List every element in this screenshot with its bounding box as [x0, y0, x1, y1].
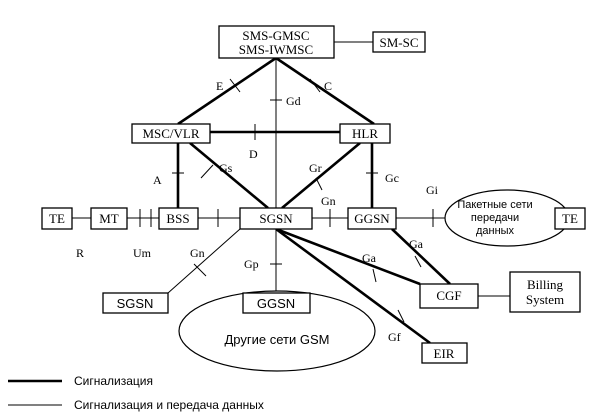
- other-gsm-networks: Другие сети GSM: [178, 290, 376, 372]
- te-right-label: TE: [562, 211, 578, 226]
- iface-e: E: [216, 79, 223, 93]
- iface-c: C: [324, 79, 332, 93]
- node-te-right: TE: [554, 207, 586, 230]
- iface-um: Um: [133, 246, 152, 260]
- node-bss: BSS: [158, 207, 199, 230]
- line-mscvlr-sgsn: [189, 142, 269, 209]
- node-msc-vlr: MSC/VLR: [131, 123, 211, 144]
- packet-networks-label-2: передачи: [471, 212, 519, 224]
- line-hlr-sgsn: [281, 142, 361, 209]
- ggsn-main-label: GGSN: [354, 211, 390, 226]
- legend: Сигнализация Сигнализация и передача дан…: [8, 374, 264, 412]
- interface-labels: E C Gd D Gs A Gr Gc Gi Gn R Um Gn Gp Ga …: [76, 79, 439, 344]
- mt-label: MT: [99, 211, 119, 226]
- interface-ticks: [108, 78, 434, 323]
- line-sgsn-eir: [275, 227, 431, 345]
- line-ggsn-cgf: [391, 228, 451, 285]
- node-te-left: TE: [41, 207, 73, 230]
- iface-a: A: [153, 173, 162, 187]
- ggsn-other-label: GGSN: [257, 296, 295, 311]
- iface-gd: Gd: [286, 94, 301, 108]
- data-lines: [72, 41, 510, 297]
- iface-gn-top: Gn: [321, 194, 336, 208]
- te-left-label: TE: [49, 211, 65, 226]
- iface-gf: Gf: [388, 330, 401, 344]
- iface-ga-upper: Ga: [409, 237, 424, 251]
- iface-gs: Gs: [219, 161, 233, 175]
- legend-signalling-data-label: Сигнализация и передача данных: [74, 398, 264, 412]
- other-gsm-label: Другие сети GSM: [225, 332, 330, 347]
- line-sgsn-cgf: [275, 227, 421, 286]
- billing-label-1: Billing: [527, 277, 564, 292]
- packet-data-networks: Пакетные сети передачи данных: [444, 189, 570, 247]
- node-sgsn-main: SGSN: [239, 207, 313, 230]
- signalling-lines: [176, 56, 451, 345]
- node-eir: EIR: [421, 342, 468, 364]
- sgsn-other-label: SGSN: [117, 296, 154, 311]
- msc-vlr-label: MSC/VLR: [142, 126, 199, 141]
- billing-label-2: System: [526, 292, 564, 307]
- iface-gn-left: Gn: [190, 246, 205, 260]
- other-gsm-ellipse: [178, 290, 376, 372]
- node-ggsn-other: GGSN: [242, 292, 311, 314]
- node-sgsn-other: SGSN: [102, 292, 169, 314]
- sms-gmsc-label: SMS-GMSC: [242, 28, 309, 43]
- bss-label: BSS: [166, 211, 189, 226]
- node-hlr: HLR: [339, 123, 391, 144]
- cgf-label: CGF: [436, 288, 461, 303]
- node-sm-sc: SM-SC: [372, 31, 426, 53]
- eir-label: EIR: [434, 346, 455, 361]
- sms-iwmsc-label: SMS-IWMSC: [239, 42, 313, 57]
- iface-gc: Gc: [385, 171, 399, 185]
- node-mt: MT: [90, 207, 128, 230]
- packet-networks-label-1: Пакетные сети: [457, 199, 532, 211]
- iface-gi: Gi: [426, 183, 439, 197]
- iface-gp: Gp: [244, 257, 259, 271]
- iface-d: D: [249, 147, 258, 161]
- line-smsgmsc-mscvlr: [177, 56, 277, 126]
- hlr-label: HLR: [352, 126, 378, 141]
- sm-sc-label: SM-SC: [379, 35, 418, 50]
- iface-r: R: [76, 246, 84, 260]
- line-smsgmsc-hlr: [275, 56, 375, 126]
- legend-signalling-label: Сигнализация: [74, 374, 153, 388]
- node-sms-gmsc: SMS-GMSC SMS-IWMSC: [218, 25, 335, 59]
- line-sgsn-sgsn: [167, 228, 241, 294]
- iface-gr: Gr: [309, 161, 322, 175]
- packet-networks-label-3: данных: [476, 225, 515, 237]
- node-cgf: CGF: [419, 283, 479, 309]
- iface-ga-lower: Ga: [362, 251, 377, 265]
- node-billing-system: Billing System: [509, 271, 581, 313]
- node-ggsn-main: GGSN: [347, 207, 397, 230]
- sgsn-main-label: SGSN: [259, 211, 293, 226]
